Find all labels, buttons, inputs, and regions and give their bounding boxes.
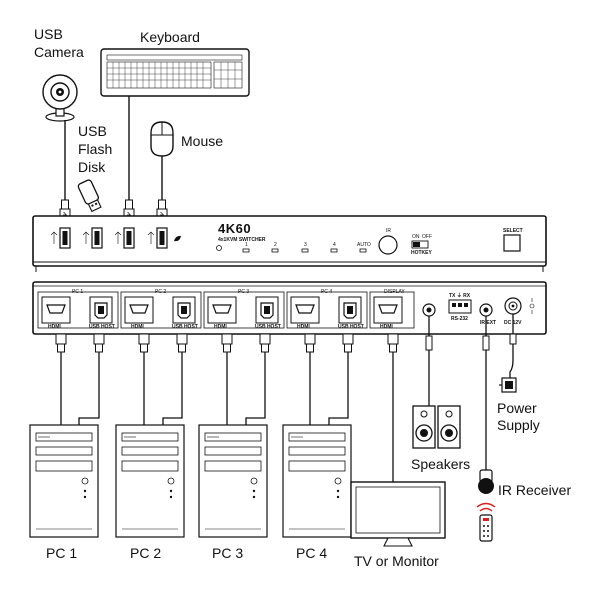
usb-flash-label-3: Disk bbox=[78, 159, 106, 175]
speakers-icon bbox=[412, 405, 461, 449]
rear-group-label-display: DISPLAY bbox=[384, 289, 405, 295]
hotkey-switch[interactable] bbox=[411, 240, 429, 249]
pc4-tower-icon bbox=[282, 424, 352, 538]
rear-group-label-pc2: PC 2 bbox=[155, 289, 167, 295]
leaf-icon bbox=[174, 235, 181, 242]
led-indicators bbox=[242, 248, 367, 253]
display-hdmi-label: HDMI bbox=[380, 324, 393, 330]
pc4-hdmi-label: HDMI bbox=[297, 324, 310, 330]
usb-flash-label-2: Flash bbox=[78, 141, 113, 157]
ir-ext-label: IR EXT bbox=[480, 320, 497, 326]
dc-label: DC 12V bbox=[504, 320, 522, 326]
select-label: SELECT bbox=[503, 228, 523, 234]
pc2-label: PC 2 bbox=[130, 545, 162, 561]
front-usb-port-4[interactable] bbox=[156, 227, 168, 249]
dc-power-jack[interactable] bbox=[504, 297, 522, 315]
pc1-tower-icon bbox=[29, 424, 99, 538]
power-led-icon bbox=[216, 245, 222, 251]
power-supply-label-2: Supply bbox=[497, 417, 540, 433]
keyboard-icon bbox=[100, 48, 250, 97]
brand-logo: 4K60 bbox=[218, 221, 252, 236]
hotkey-label: HOTKEY bbox=[411, 250, 432, 256]
rear-panel bbox=[32, 281, 547, 335]
display-hdmi-port[interactable] bbox=[373, 296, 403, 324]
usb-flash-disk-icon bbox=[77, 179, 102, 213]
front-usb-port-3[interactable] bbox=[123, 227, 135, 249]
pc3-label: PC 3 bbox=[212, 545, 244, 561]
switch-off-label: OFF bbox=[422, 234, 432, 240]
led-label-3: 3 bbox=[304, 242, 307, 248]
speakers-label: Speakers bbox=[411, 456, 471, 472]
tv-monitor-label: TV or Monitor bbox=[354, 553, 439, 569]
pc4-usb-host-label: USB HOST bbox=[338, 324, 364, 330]
keyboard-label: Keyboard bbox=[140, 29, 200, 45]
pc1-usb-host-label: USB HOST bbox=[89, 324, 115, 330]
usb-symbol-icons bbox=[50, 231, 155, 244]
rear-group-label-pc4: PC 4 bbox=[321, 289, 333, 295]
pc2-hdmi-label: HDMI bbox=[131, 324, 144, 330]
rs232-pins-label: TX ⏚ RX bbox=[449, 293, 471, 299]
ir-ext-jack[interactable] bbox=[479, 303, 493, 317]
pc3-usb-host-label: USB HOST bbox=[255, 324, 281, 330]
power-adapter-icon bbox=[499, 377, 517, 393]
front-usb-port-2[interactable] bbox=[91, 227, 103, 249]
led-label-1: 1 bbox=[245, 242, 248, 248]
pc2-usb-host-label: USB HOST bbox=[172, 324, 198, 330]
ir-receiver-label: IR Receiver bbox=[498, 482, 572, 498]
usb-flash-label-1: USB bbox=[78, 123, 107, 139]
model-name: 4x1KVM SWITCHER bbox=[218, 237, 266, 243]
ir-receiver-icon bbox=[478, 469, 494, 494]
usb-camera-label-2: Camera bbox=[34, 44, 84, 60]
pc4-hdmi-port[interactable] bbox=[290, 296, 320, 324]
usb-camera-label-1: USB bbox=[34, 26, 63, 42]
pc2-tower-icon bbox=[115, 424, 185, 538]
switch-on-label: ON bbox=[412, 234, 420, 240]
pc3-usb-host-port[interactable] bbox=[255, 296, 279, 324]
pc2-usb-host-port[interactable] bbox=[172, 296, 196, 324]
ir-window bbox=[378, 235, 398, 255]
front-panel bbox=[32, 215, 547, 272]
pc1-hdmi-label: HDMI bbox=[48, 324, 61, 330]
pc3-hdmi-port[interactable] bbox=[207, 296, 237, 324]
tv-monitor-icon bbox=[350, 481, 446, 547]
pc4-usb-host-port[interactable] bbox=[338, 296, 362, 324]
polarity-icon bbox=[529, 298, 535, 314]
ir-remote-icon bbox=[476, 502, 496, 542]
rear-group-label-pc1: PC 1 bbox=[72, 289, 84, 295]
rs232-label: RS-232 bbox=[451, 316, 468, 322]
pc3-tower-icon bbox=[198, 424, 268, 538]
mouse-label: Mouse bbox=[181, 133, 224, 149]
pc4-label: PC 4 bbox=[296, 545, 328, 561]
rear-group-label-pc3: PC 3 bbox=[238, 289, 250, 295]
power-supply-label-1: Power bbox=[497, 400, 537, 416]
led-label-auto: AUTO bbox=[357, 242, 371, 248]
pc3-hdmi-label: HDMI bbox=[214, 324, 227, 330]
front-usb-port-1[interactable] bbox=[59, 227, 71, 249]
audio-jack[interactable] bbox=[422, 303, 436, 317]
mouse-icon bbox=[150, 121, 174, 157]
select-button[interactable] bbox=[503, 234, 521, 252]
rs232-terminal[interactable] bbox=[448, 299, 472, 314]
usb-camera-icon bbox=[42, 74, 78, 122]
pc1-label: PC 1 bbox=[46, 545, 78, 561]
pc2-hdmi-port[interactable] bbox=[124, 296, 154, 324]
led-label-4: 4 bbox=[333, 242, 336, 248]
ir-label: IR bbox=[386, 228, 391, 234]
pc1-hdmi-port[interactable] bbox=[41, 296, 71, 324]
led-label-2: 2 bbox=[274, 242, 277, 248]
pc1-usb-host-port[interactable] bbox=[89, 296, 113, 324]
